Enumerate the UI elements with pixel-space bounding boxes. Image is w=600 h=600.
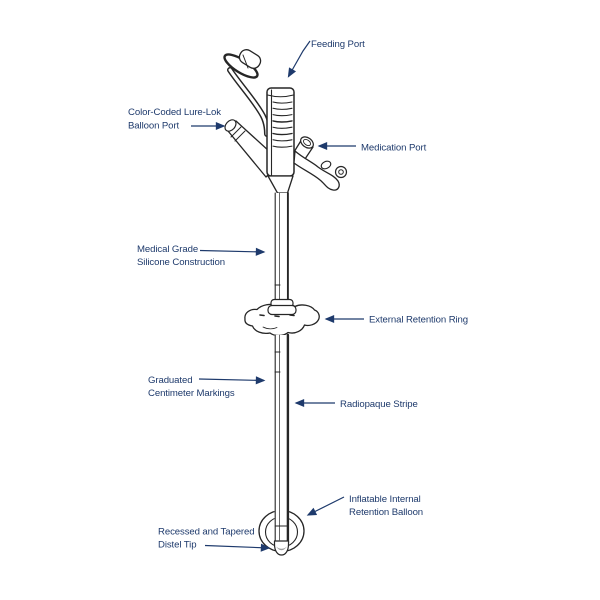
medication-port-tether (293, 150, 340, 191)
barrel-ribs (272, 101, 293, 148)
cm-markings-arrow (198, 376, 266, 385)
silicone-label-line2: Silicone Construction (137, 257, 225, 268)
feeding-port-arrow (287, 40, 311, 78)
balloon-port-label-line2: Balloon Port (128, 121, 179, 132)
balloon-port-label-line1: Color-Coded Lure-Lok (128, 107, 221, 118)
medication-port-label: Medication Port (361, 143, 427, 154)
barrel-taper (267, 175, 294, 194)
retention-ring-label: External Retention Ring (369, 315, 468, 326)
balloon-port-luer-tip (224, 119, 237, 132)
ring-vent-hole (259, 314, 265, 317)
tube-upper-fill (274, 193, 289, 302)
ring-front-contour (262, 326, 278, 330)
balloon-port-ridge (234, 130, 246, 142)
silicone-label-line1: Medical Grade (137, 244, 198, 255)
radiopaque-label: Radiopaque Stripe (340, 399, 418, 410)
feeding-port-barrel (266, 87, 295, 177)
cm-markings-label-line1: Graduated (148, 375, 192, 386)
tube-lower (274, 333, 290, 546)
retention-ring-collar (267, 298, 297, 316)
barrel-top-rim (267, 94, 294, 98)
collar-lower-band (267, 304, 297, 316)
tube-upper (274, 192, 289, 303)
tip-outline (273, 540, 290, 556)
medication-port-mouth-inner (302, 138, 312, 147)
tip-shading (276, 546, 287, 551)
medication-port-knob (334, 165, 348, 179)
distal-tip-arrow (204, 543, 271, 552)
medication-port (293, 136, 348, 191)
balloon-port-ridge (230, 126, 242, 138)
leader-lines (191, 40, 364, 552)
medication-port-knob-ring (338, 169, 344, 175)
silicone-arrow (199, 247, 266, 256)
distal-tip-label-line1: Recessed and Tapered (158, 527, 255, 538)
cap-plug-seam (242, 54, 249, 69)
tube-lower-fill (274, 335, 289, 546)
retention-balloon-arrow (306, 496, 345, 516)
medication-port-plug (320, 160, 332, 170)
distal-tip (273, 540, 290, 556)
feeding-port-label: Feeding Port (311, 39, 365, 50)
labels: Feeding Port Color-Coded Lure-Lok Balloo… (128, 39, 468, 551)
device-illustration (223, 49, 348, 556)
distal-tip-label-line2: Distel Tip (158, 540, 196, 551)
ring-vent-hole (274, 315, 280, 318)
retention-balloon-label-line2: Retention Balloon (349, 507, 423, 518)
cm-markings-label-line2: Centimeter Markings (148, 388, 235, 399)
retention-balloon-label-line1: Inflatable Internal (349, 494, 421, 505)
